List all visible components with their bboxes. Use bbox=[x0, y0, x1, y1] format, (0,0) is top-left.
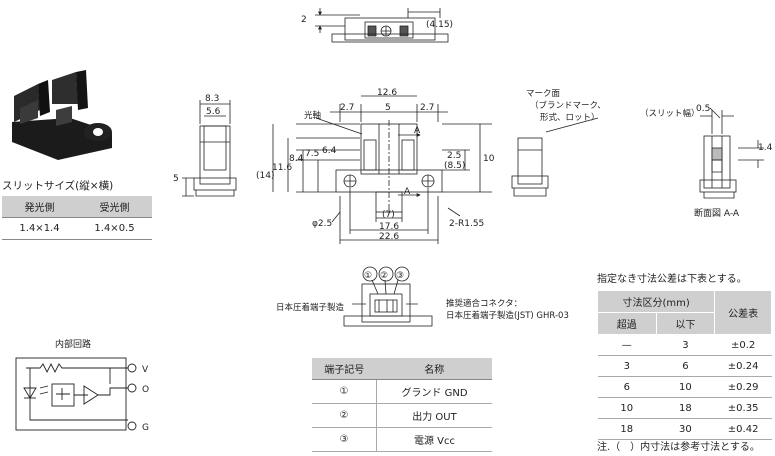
terminal-symbol: ② bbox=[312, 403, 377, 428]
terminal-table: 端子記号 名称 ① グランド GND ② 出力 OUT ③ 電源 Vcc bbox=[312, 358, 492, 452]
slit-header-emitter: 発光側 bbox=[2, 196, 77, 218]
slit-size-table: 発光側 受光側 1.4×1.4 1.4×0.5 bbox=[2, 196, 152, 240]
tolerance-over: 6 bbox=[597, 376, 657, 398]
front-height-84-dim: 8.4 bbox=[289, 154, 304, 164]
tolerance-over: — bbox=[597, 334, 657, 356]
tolerance-under: 18 bbox=[656, 397, 715, 419]
tolerance-panel: 寸法区分(mm) 公差表 超過 以下 — 3 ±0.2 3 6 ±0.24 6 … bbox=[596, 290, 772, 440]
mark-face-detail-2: 形式、ロット） bbox=[540, 112, 600, 123]
front-view bbox=[272, 95, 492, 244]
table-row: 18 30 ±0.42 bbox=[597, 418, 772, 440]
front-offset-left-dim: 2.7 bbox=[340, 103, 354, 113]
slit-size-panel: スリットサイズ(縦×横) 発光側 受光側 1.4×1.4 1.4×0.5 bbox=[2, 178, 152, 240]
front-offset-right-dim: 2.7 bbox=[420, 103, 434, 113]
tolerance-over: 10 bbox=[597, 397, 657, 419]
front-right-85-dim: (8.5) bbox=[444, 161, 465, 171]
internal-circuit bbox=[15, 357, 128, 431]
tolerance-value: ±0.2 bbox=[714, 334, 772, 356]
front-slit-center-dim: 5 bbox=[385, 103, 391, 113]
terminal-header-symbol: 端子記号 bbox=[312, 358, 377, 380]
table-row: 6 10 ±0.29 bbox=[597, 376, 772, 398]
terminal-name: 電源 Vcc bbox=[376, 427, 492, 452]
slit-value-emitter: 1.4×1.4 bbox=[2, 217, 77, 240]
front-height-75-dim: 7.5 bbox=[305, 149, 319, 159]
tolerance-header-range: 寸法区分(mm) bbox=[596, 290, 716, 313]
connector-view bbox=[343, 279, 433, 327]
tolerance-footnote: 注.（ ）内寸法は参考寸法とする。 bbox=[597, 442, 760, 453]
slit-width-label: （スリット幅） bbox=[640, 108, 700, 119]
base-176-dim: 17.6 bbox=[379, 222, 399, 232]
terminal-symbol: ① bbox=[312, 379, 377, 404]
jst-maker-label: 日本圧着端子製造 bbox=[276, 302, 345, 313]
side-width-inner-dim: 5.6 bbox=[206, 107, 221, 117]
tolerance-over: 18 bbox=[597, 418, 657, 440]
table-row: ① グランド GND bbox=[312, 379, 492, 404]
slit-width-dim: 0.5 bbox=[696, 104, 710, 114]
circuit-title: 内部回路 bbox=[55, 338, 91, 350]
tolerance-under: 10 bbox=[656, 376, 715, 398]
table-row: 3 6 ±0.24 bbox=[597, 355, 772, 377]
mark-face-detail-1: （ブランドマーク、 bbox=[530, 100, 606, 111]
terminal-header-name: 名称 bbox=[376, 358, 492, 380]
tolerance-over: 3 bbox=[597, 355, 657, 377]
tolerance-under: 3 bbox=[656, 334, 715, 356]
slit-size-title: スリットサイズ(縦×横) bbox=[2, 180, 114, 192]
optical-axis-label: 光軸 bbox=[304, 110, 321, 121]
connector-label-1: 推奨適合コネクタ： bbox=[446, 298, 522, 309]
tolerance-header-over: 超過 bbox=[597, 312, 657, 335]
base-226-dim: 22.6 bbox=[379, 232, 399, 242]
tolerance-value: ±0.24 bbox=[714, 355, 772, 377]
slit-height-dim: 1.4 bbox=[758, 143, 773, 153]
terminal-v: V bbox=[142, 365, 149, 375]
top-thickness-dim: 2 bbox=[301, 15, 307, 25]
table-row: 10 18 ±0.35 bbox=[597, 397, 772, 419]
terminal-name: グランド GND bbox=[376, 379, 492, 404]
pin-1-label: ① bbox=[364, 271, 372, 281]
connector-label-2: 日本圧着端子製造(JST) GHR-03 bbox=[446, 310, 569, 321]
base-7-dim: (7) bbox=[382, 210, 395, 220]
tolerance-table: 寸法区分(mm) 公差表 超過 以下 — 3 ±0.2 3 6 ±0.24 6 … bbox=[596, 290, 772, 440]
pin-2-label: ② bbox=[380, 271, 388, 281]
tolerance-under: 30 bbox=[656, 418, 715, 440]
slit-header-receiver: 受光側 bbox=[77, 196, 152, 218]
product-photo bbox=[12, 70, 112, 160]
tolerance-value: ±0.42 bbox=[714, 418, 772, 440]
mark-face-label: マーク面 bbox=[526, 89, 561, 99]
tolerance-header-tol: 公差表 bbox=[714, 290, 772, 335]
front-height-64-dim: 6.4 bbox=[322, 146, 337, 156]
front-right-10-dim: 10 bbox=[483, 154, 495, 164]
table-row: ③ 電源 Vcc bbox=[312, 427, 492, 452]
terminal-name: 出力 OUT bbox=[376, 403, 492, 428]
terminal-symbol: ③ bbox=[312, 427, 377, 452]
side-width-outer-dim: 8.3 bbox=[205, 94, 219, 104]
section-a-bottom: A bbox=[404, 187, 411, 197]
tolerance-header-under: 以下 bbox=[655, 312, 716, 335]
section-a-top: A bbox=[414, 126, 421, 136]
radius-dim: 2-R1.55 bbox=[449, 219, 484, 229]
tolerance-value: ±0.29 bbox=[714, 376, 772, 398]
front-width-top-dim: 12.6 bbox=[377, 88, 397, 98]
side-base-dim: 5 bbox=[173, 174, 179, 184]
right-side-view bbox=[511, 117, 599, 197]
terminal-g: G bbox=[142, 423, 149, 433]
tolerance-value: ±0.35 bbox=[714, 397, 772, 419]
front-right-25-dim: 2.5 bbox=[447, 151, 461, 161]
hole-dia-dim: φ2.5 bbox=[312, 219, 332, 229]
front-height-total-dim: (14) bbox=[256, 171, 274, 181]
slit-value-receiver: 1.4×0.5 bbox=[77, 217, 152, 240]
terminal-o: O bbox=[142, 385, 149, 395]
top-width-dim: (4.15) bbox=[426, 20, 453, 30]
side-view bbox=[182, 100, 237, 197]
table-row: — 3 ±0.2 bbox=[597, 334, 772, 356]
tolerance-under: 6 bbox=[656, 355, 715, 377]
table-row: ② 出力 OUT bbox=[312, 403, 492, 428]
top-view bbox=[315, 8, 449, 43]
front-height-116-dim: 11.6 bbox=[272, 163, 292, 173]
pin-3-label: ③ bbox=[396, 271, 404, 281]
section-label: 断面図 A-A bbox=[694, 207, 740, 219]
section-view bbox=[699, 107, 764, 199]
terminal-table-panel: 端子記号 名称 ① グランド GND ② 出力 OUT ③ 電源 Vcc bbox=[312, 358, 492, 452]
tolerance-note: 指定なき寸法公差は下表とする。 bbox=[597, 274, 747, 285]
